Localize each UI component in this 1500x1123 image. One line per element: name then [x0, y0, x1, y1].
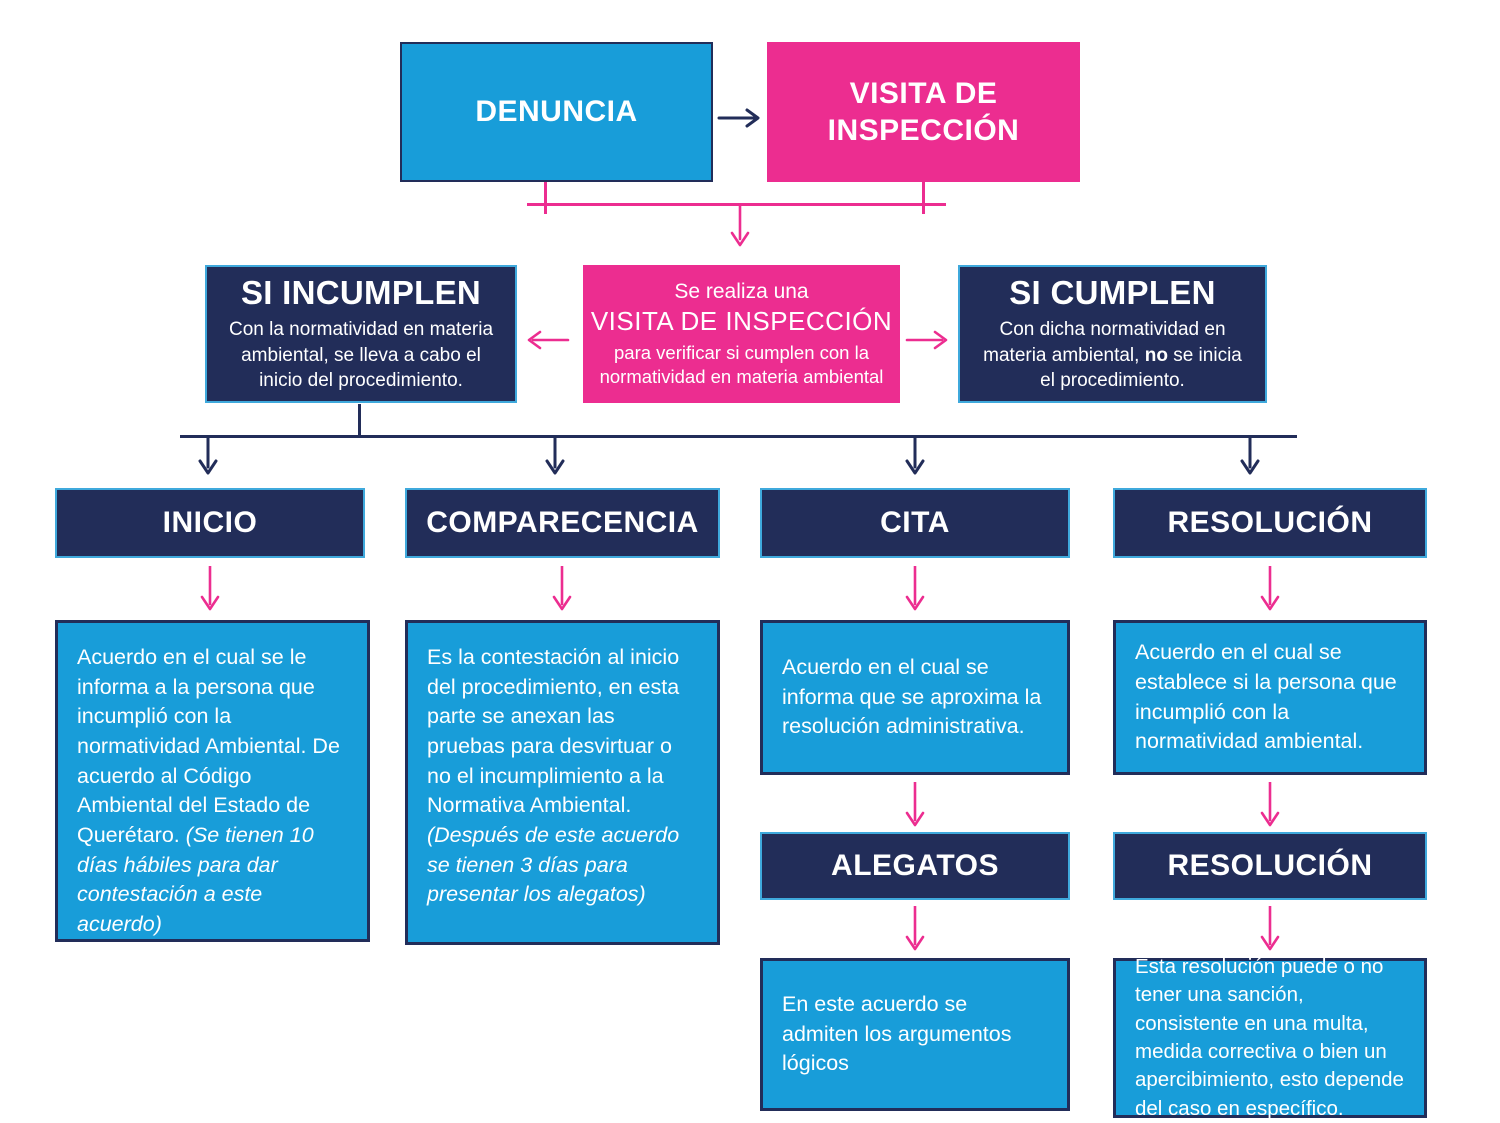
si-cumplen-title: SI CUMPLEN — [1009, 274, 1216, 312]
resolucion-body-text: Acuerdo en el cual se establece si la pe… — [1135, 640, 1397, 754]
arrow-down-icon — [1260, 906, 1280, 951]
arrow-down-icon — [545, 437, 565, 475]
connector-incumplen-stub — [358, 404, 361, 437]
resolucion-header-label: RESOLUCIÓN — [1167, 506, 1373, 539]
arrow-down-icon — [905, 906, 925, 951]
cita-body: Acuerdo en el cual se informa que se apr… — [760, 620, 1070, 775]
arrow-right-icon — [717, 108, 760, 128]
visita-detalle-line3: para verificar si cumplen con la normati… — [599, 341, 884, 388]
comparecencia-header-label: COMPARECENCIA — [426, 506, 699, 539]
alegatos-body-text: En este acuerdo se admiten los argumento… — [782, 992, 1012, 1076]
cita-body-text: Acuerdo en el cual se informa que se apr… — [782, 655, 1042, 739]
arrow-right-icon — [905, 330, 948, 350]
cita-header-label: CITA — [880, 506, 950, 539]
arrow-down-icon — [1260, 782, 1280, 827]
comparecencia-body-text: Es la contestación al inicio del procedi… — [427, 645, 680, 907]
inicio-header-label: INICIO — [162, 506, 258, 539]
alegatos-header-label: ALEGATOS — [831, 849, 999, 882]
connector-tree-horizontal — [180, 435, 1297, 438]
visita-inspeccion-label: VISITA DE INSPECCIÓN — [827, 76, 1020, 148]
arrow-down-icon — [200, 566, 220, 611]
arrow-down-icon — [1240, 437, 1260, 475]
visita-inspeccion-node: VISITA DE INSPECCIÓN — [767, 42, 1080, 182]
arrow-down-icon — [1260, 566, 1280, 611]
resolucion-body: Acuerdo en el cual se establece si la pe… — [1113, 620, 1427, 775]
arrow-down-icon — [905, 782, 925, 827]
visita-detalle-node: Se realiza una VISITA DE INSPECCIÓN para… — [583, 265, 900, 403]
arrow-down-icon — [905, 566, 925, 611]
resolucion2-body-text: Esta resolución puede o no tener una san… — [1135, 955, 1404, 1120]
inicio-body: Acuerdo en el cual se le informa a la pe… — [55, 620, 370, 942]
connector-top-horizontal — [527, 203, 946, 206]
inicio-header: INICIO — [55, 488, 365, 558]
alegatos-body: En este acuerdo se admiten los argumento… — [760, 958, 1070, 1111]
si-incumplen-node: SI INCUMPLEN Con la normatividad en mate… — [205, 265, 517, 403]
visita-detalle-line1: Se realiza una — [674, 279, 809, 303]
connector-denuncia-stub — [544, 182, 547, 214]
comparecencia-body: Es la contestación al inicio del procedi… — [405, 620, 720, 945]
arrow-down-icon — [730, 205, 750, 247]
denuncia-label: DENUNCIA — [475, 95, 638, 129]
arrow-down-icon — [905, 437, 925, 475]
resolucion-header: RESOLUCIÓN — [1113, 488, 1427, 558]
si-cumplen-node: SI CUMPLEN Con dicha normatividad en mat… — [958, 265, 1267, 403]
resolucion2-body: Esta resolución puede o no tener una san… — [1113, 955, 1427, 1120]
cita-header: CITA — [760, 488, 1070, 558]
si-cumplen-body: Con dicha normatividad en materia ambien… — [983, 319, 1242, 392]
comparecencia-header: COMPARECENCIA — [405, 488, 720, 558]
si-incumplen-body: Con la normatividad en materia ambiental… — [228, 319, 494, 392]
alegatos-header: ALEGATOS — [760, 832, 1070, 900]
inicio-body-text: Acuerdo en el cual se le informa a la pe… — [77, 645, 340, 936]
resolucion2-header: RESOLUCIÓN — [1113, 832, 1427, 900]
resolucion2-header-label: RESOLUCIÓN — [1167, 849, 1373, 882]
arrow-left-icon — [527, 330, 570, 350]
arrow-down-icon — [552, 566, 572, 611]
si-incumplen-title: SI INCUMPLEN — [240, 274, 482, 312]
connector-visita-stub — [922, 182, 925, 214]
denuncia-node: DENUNCIA — [400, 42, 713, 182]
arrow-down-icon — [198, 437, 218, 475]
visita-detalle-line2: VISITA DE INSPECCIÓN — [590, 306, 893, 337]
